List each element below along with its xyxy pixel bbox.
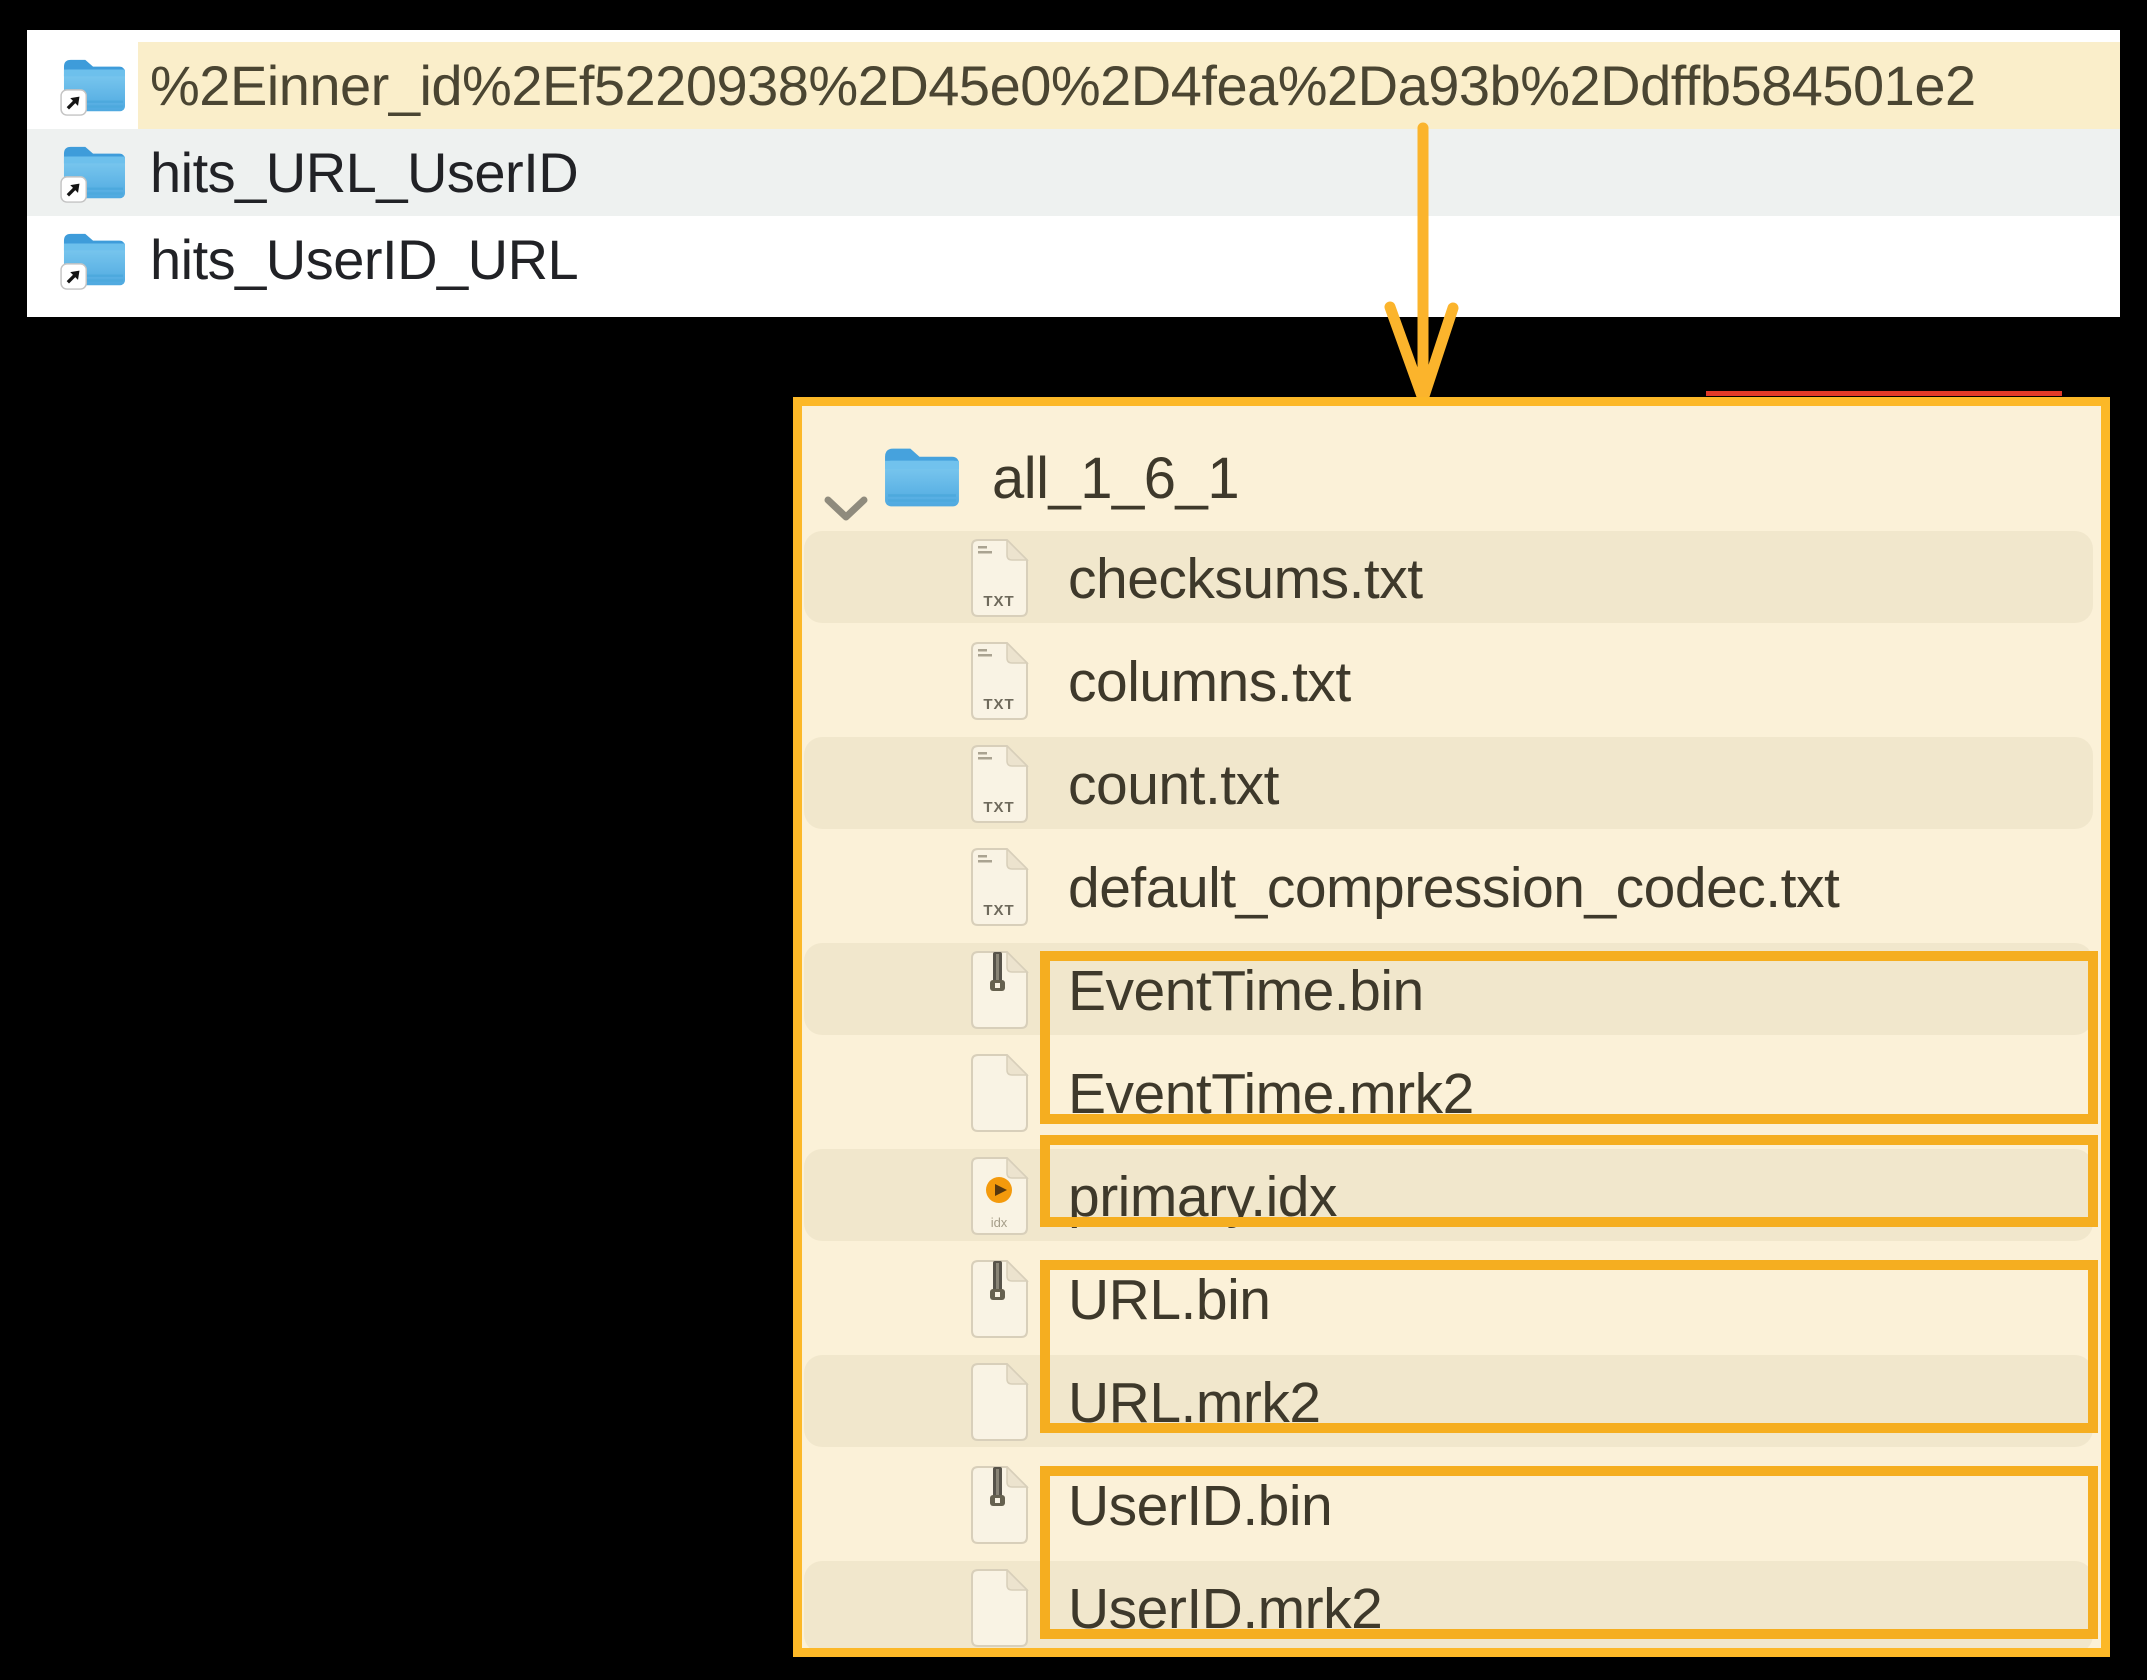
- svg-text:TXT: TXT: [983, 902, 1014, 919]
- finder-list-panel: %2Einner_id%2Ef5220938%2D45e0%2D4fea%2Da…: [27, 30, 2120, 317]
- alias-folder-icon: [60, 232, 127, 291]
- bin-file-icon: [971, 1466, 1028, 1544]
- annotation-arrow-icon: [1384, 122, 1459, 402]
- tree-row-userid-bin[interactable]: UserID.bin: [802, 1454, 2101, 1557]
- file-name: primary.idx: [1068, 1164, 1337, 1229]
- red-line-artifact: [1706, 391, 2062, 396]
- tree-row-checksums[interactable]: TXT checksums.txt: [802, 527, 2101, 630]
- tree-row-eventtime-bin[interactable]: EventTime.bin: [802, 939, 2101, 1042]
- file-name: URL.mrk2: [1068, 1370, 1321, 1435]
- file-name: UserID.bin: [1068, 1473, 1333, 1538]
- alias-folder-icon: [60, 145, 127, 204]
- bin-file-icon: [971, 1260, 1028, 1338]
- folder-icon: [885, 448, 959, 507]
- tree-content: all_1_6_1 TXT checksums.txt TXT columns.…: [802, 406, 2101, 1648]
- txt-file-icon: TXT: [971, 642, 1028, 720]
- tree-row-url-mrk2[interactable]: URL.mrk2: [802, 1351, 2101, 1454]
- txt-file-icon: TXT: [971, 745, 1028, 823]
- svg-text:TXT: TXT: [983, 696, 1014, 713]
- finder-row-inner-id[interactable]: %2Einner_id%2Ef5220938%2D45e0%2D4fea%2Da…: [27, 42, 2120, 129]
- tree-row-count[interactable]: TXT count.txt: [802, 733, 2101, 836]
- folder-name: all_1_6_1: [992, 445, 1240, 511]
- file-name: URL.bin: [1068, 1267, 1271, 1332]
- folder-name: hits_UserID_URL: [150, 228, 579, 291]
- tree-row-primary-idx[interactable]: idx primary.idx: [802, 1145, 2101, 1248]
- plain-file-icon: [971, 1569, 1028, 1647]
- file-name: default_compression_codec.txt: [1068, 855, 1840, 920]
- txt-file-icon: TXT: [971, 539, 1028, 617]
- alias-folder-icon: [60, 58, 127, 117]
- file-name: columns.txt: [1068, 649, 1351, 714]
- folder-name: %2Einner_id%2Ef5220938%2D45e0%2D4fea%2Da…: [150, 54, 1976, 117]
- file-name: EventTime.bin: [1068, 958, 1424, 1023]
- tree-row-userid-mrk2[interactable]: UserID.mrk2: [802, 1557, 2101, 1648]
- tree-row-default-compression-codec[interactable]: TXT default_compression_codec.txt: [802, 836, 2101, 939]
- tree-row-columns[interactable]: TXT columns.txt: [802, 630, 2101, 733]
- tree-row-url-bin[interactable]: URL.bin: [802, 1248, 2101, 1351]
- svg-text:TXT: TXT: [983, 799, 1014, 816]
- plain-file-icon: [971, 1054, 1028, 1132]
- file-name: UserID.mrk2: [1068, 1576, 1383, 1641]
- folder-name: hits_URL_UserID: [150, 141, 579, 204]
- finder-row-hits-userid-url[interactable]: hits_UserID_URL: [27, 216, 2120, 303]
- row-selection-highlight: [138, 42, 2120, 129]
- finder-row-hits-url-userid[interactable]: hits_URL_UserID: [27, 129, 2120, 216]
- txt-file-icon: TXT: [971, 848, 1028, 926]
- part-directory-tree-panel: all_1_6_1 TXT checksums.txt TXT columns.…: [793, 397, 2110, 1657]
- idx-file-icon: idx: [971, 1157, 1028, 1235]
- svg-text:TXT: TXT: [983, 593, 1014, 610]
- chevron-down-icon[interactable]: [824, 495, 868, 523]
- file-name: checksums.txt: [1068, 546, 1423, 611]
- tree-row-root-folder[interactable]: all_1_6_1: [802, 435, 2101, 521]
- plain-file-icon: [971, 1363, 1028, 1441]
- svg-text:idx: idx: [991, 1215, 1008, 1230]
- file-name: count.txt: [1068, 752, 1279, 817]
- file-name: EventTime.mrk2: [1068, 1061, 1474, 1126]
- tree-row-eventtime-mrk2[interactable]: EventTime.mrk2: [802, 1042, 2101, 1145]
- bin-file-icon: [971, 951, 1028, 1029]
